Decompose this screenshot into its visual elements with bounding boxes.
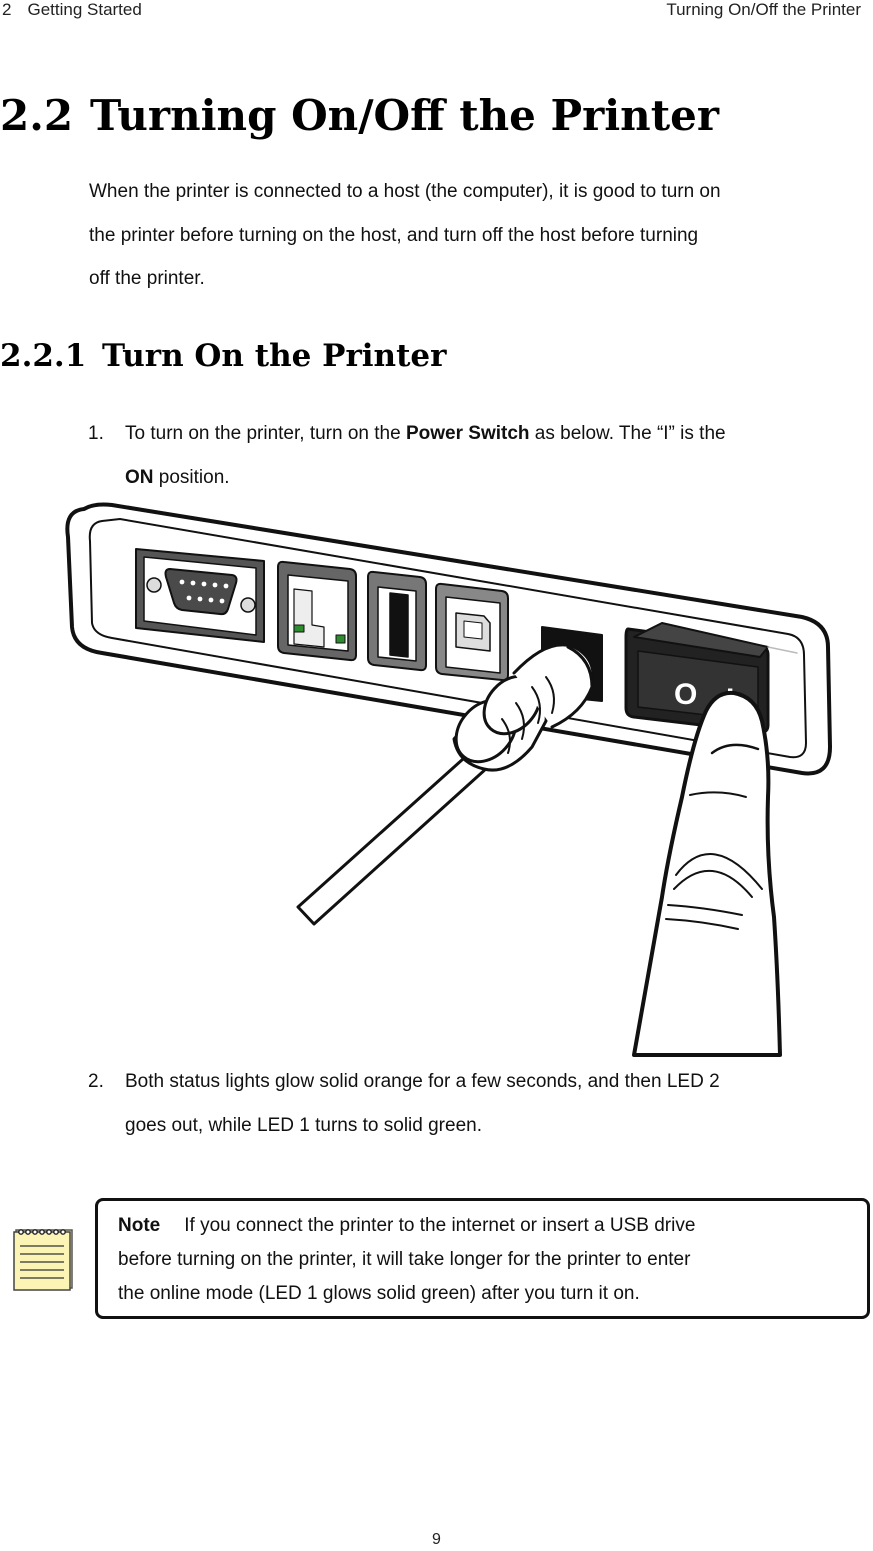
step-1-number: 1. xyxy=(88,423,104,444)
step-2: 2. Both status lights glow solid orange … xyxy=(88,1060,868,1150)
intro-line-2: the printer before turning on the host, … xyxy=(89,224,699,246)
page-number: 9 xyxy=(432,1531,441,1548)
note-line-3: the online mode (LED 1 glows solid green… xyxy=(118,1283,640,1304)
intro-line-3: off the printer. xyxy=(89,268,205,289)
intro-paragraph: When the printer is connected to a host … xyxy=(89,170,873,301)
step-1-text-pre: To turn on the printer, turn on the xyxy=(125,423,406,444)
notepad-icon xyxy=(13,1229,73,1291)
step-2-text: Both status lights glow solid orange for… xyxy=(125,1060,720,1147)
intro-line-1: When the printer is connected to a host … xyxy=(89,181,721,202)
ethernet-port xyxy=(277,560,357,662)
note-label: Note xyxy=(118,1215,161,1236)
step-1-line-2: ON position. xyxy=(125,456,726,500)
note-line-1: Note If you connect the printer to the in… xyxy=(118,1209,847,1243)
subsection-title: Turn On the Printer xyxy=(102,338,447,374)
note-box: Note If you connect the printer to the in… xyxy=(95,1198,870,1319)
usb-b-port xyxy=(435,582,509,682)
step-2-number: 2. xyxy=(88,1071,104,1092)
power-switch-term: Power Switch xyxy=(405,423,530,444)
running-header-left: 2 Getting Started xyxy=(2,0,142,20)
section-heading: 2.2 Turning On/Off the Printer xyxy=(0,88,719,144)
chapter-number: 2 xyxy=(2,0,12,19)
on-term: ON xyxy=(125,466,154,488)
subsection-heading: 2.2.1 Turn On the Printer xyxy=(0,335,446,377)
subsection-number: 2.2.1 xyxy=(0,338,87,374)
switch-off-symbol: O xyxy=(674,678,697,711)
step-1-line-2-post: position. xyxy=(153,466,230,488)
step-2-line-1: Both status lights glow solid orange for… xyxy=(125,1071,720,1092)
note-text-1: If you connect the printer to the intern… xyxy=(184,1215,696,1236)
note-line-2: before turning on the printer, it will t… xyxy=(118,1249,691,1270)
rear-panel-inner xyxy=(88,518,807,759)
section-title: Turning On/Off the Printer xyxy=(90,91,719,140)
step-2-line-2: goes out, while LED 1 turns to solid gre… xyxy=(125,1114,482,1136)
serial-port xyxy=(135,548,265,643)
section-number: 2.2 xyxy=(0,91,74,140)
running-header-right: Turning On/Off the Printer xyxy=(666,0,861,19)
power-cable xyxy=(296,643,595,926)
power-switch-illustration: O I xyxy=(65,502,832,1057)
chapter-title: Getting Started xyxy=(27,0,142,19)
finger xyxy=(632,690,782,1057)
step-1-text: To turn on the printer, turn on the Powe… xyxy=(125,412,726,499)
step-1-text-post: as below. The “I” is the xyxy=(529,423,726,444)
step-1: 1. To turn on the printer, turn on the P… xyxy=(88,412,868,502)
usb-a-port xyxy=(367,570,427,672)
step-1-line-1: To turn on the printer, turn on the Powe… xyxy=(125,412,726,456)
